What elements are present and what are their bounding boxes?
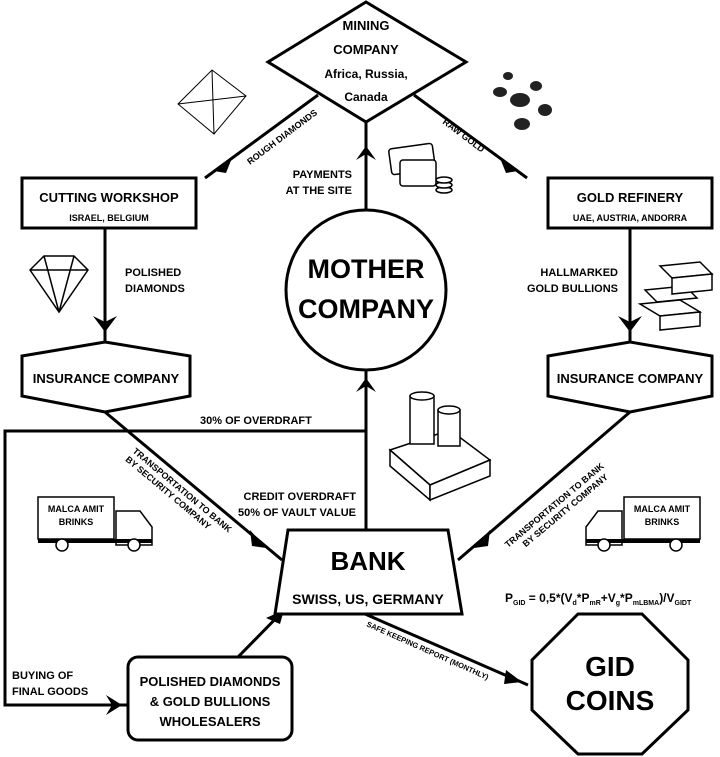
label-raw-gold: RAW GOLD bbox=[441, 117, 487, 155]
mother-line2: COMPANY bbox=[298, 294, 434, 324]
wholesalers-line1: POLISHED DIAMONDS bbox=[140, 674, 281, 689]
refinery-sub: UAE, AUSTRIA, ANDORRA bbox=[573, 213, 688, 223]
formula: PGID = 0,5*(Vd*PmR+Vg*PmLBMA)/VGIDT bbox=[505, 591, 692, 607]
bank-title: BANK bbox=[330, 546, 405, 576]
edge-safe-keeping bbox=[364, 612, 529, 687]
cutting-title: CUTTING WORKSHOP bbox=[39, 190, 179, 205]
label-overdraft-30: 30% OF OVERDRAFT bbox=[200, 415, 312, 427]
node-insurance-left: INSURANCE COMPANY bbox=[20, 340, 192, 414]
label-buying-2: FINAL GOODS bbox=[12, 686, 88, 698]
node-bank: BANK SWISS, US, GERMANY bbox=[273, 528, 464, 616]
truck-left-line2: BRINKS bbox=[59, 517, 94, 527]
mother-line1: MOTHER bbox=[308, 254, 425, 284]
wholesalers-line2: & GOLD BULLIONS bbox=[150, 694, 271, 709]
gid-line2: COINS bbox=[566, 685, 655, 716]
node-insurance-right: INSURANCE COMPANY bbox=[546, 340, 714, 414]
label-credit-2: 50% OF VAULT VALUE bbox=[238, 507, 356, 519]
truck-right-line1: MALCA AMIT bbox=[634, 504, 691, 514]
mining-line3: Africa, Russia, bbox=[324, 67, 407, 81]
edge-overdraft-30 bbox=[3, 429, 366, 707]
bank-sub: SWISS, US, GERMANY bbox=[292, 591, 444, 607]
label-polished-2: DIAMONDS bbox=[125, 283, 185, 295]
cutting-sub: ISRAEL, BELGIUM bbox=[69, 213, 149, 223]
node-gid-coins: GID COINS bbox=[530, 612, 690, 756]
mining-line2: COMPANY bbox=[333, 42, 399, 57]
cut-diamond-icon bbox=[29, 255, 89, 314]
label-payments-2: AT THE SITE bbox=[286, 185, 352, 197]
mining-line4: Canada bbox=[344, 90, 388, 104]
label-credit-1: CREDIT OVERDRAFT bbox=[244, 491, 357, 503]
node-wholesalers: POLISHED DIAMONDS & GOLD BULLIONS WHOLES… bbox=[126, 655, 294, 742]
label-payments-1: PAYMENTS bbox=[293, 169, 352, 181]
wholesalers-line3: WHOLESALERS bbox=[159, 714, 260, 729]
node-mining-company: MINING COMPANY Africa, Russia, Canada bbox=[265, 0, 469, 124]
wallet-money-icon bbox=[388, 142, 453, 194]
truck-left-icon: MALCA AMIT BRINKS bbox=[37, 496, 153, 552]
money-stack-icon bbox=[388, 391, 492, 502]
node-gold-refinery: GOLD REFINERY UAE, AUSTRIA, ANDORRA bbox=[546, 176, 714, 230]
label-safe-keeping: SAFE KEEPING REPORT (MONTHLY) bbox=[365, 620, 490, 682]
gid-line1: GID bbox=[585, 651, 635, 682]
label-hallmarked-2: GOLD BULLIONS bbox=[527, 283, 618, 295]
mining-line1: MINING bbox=[343, 18, 390, 33]
node-cutting-workshop: CUTTING WORKSHOP ISRAEL, BELGIUM bbox=[20, 176, 198, 230]
label-hallmarked-1: HALLMARKED bbox=[540, 267, 618, 279]
gold-nuggets-icon bbox=[493, 72, 552, 130]
label-polished-1: POLISHED bbox=[125, 267, 181, 279]
insurance-right-title: INSURANCE COMPANY bbox=[557, 371, 704, 386]
connectors bbox=[3, 93, 642, 715]
node-mother-company: MOTHER COMPANY bbox=[284, 208, 448, 372]
insurance-left-title: INSURANCE COMPANY bbox=[33, 371, 180, 386]
truck-right-icon: MALCA AMIT BRINKS bbox=[585, 496, 701, 552]
refinery-title: GOLD REFINERY bbox=[577, 190, 684, 205]
truck-left-line1: MALCA AMIT bbox=[48, 504, 105, 514]
octahedron-diamond-icon bbox=[177, 69, 247, 135]
label-rough-diamonds: ROUGH DIAMONDS bbox=[245, 107, 319, 166]
truck-right-line2: BRINKS bbox=[645, 517, 680, 527]
gold-bars-icon bbox=[637, 261, 714, 331]
label-buying-1: BUYING OF bbox=[12, 670, 73, 682]
